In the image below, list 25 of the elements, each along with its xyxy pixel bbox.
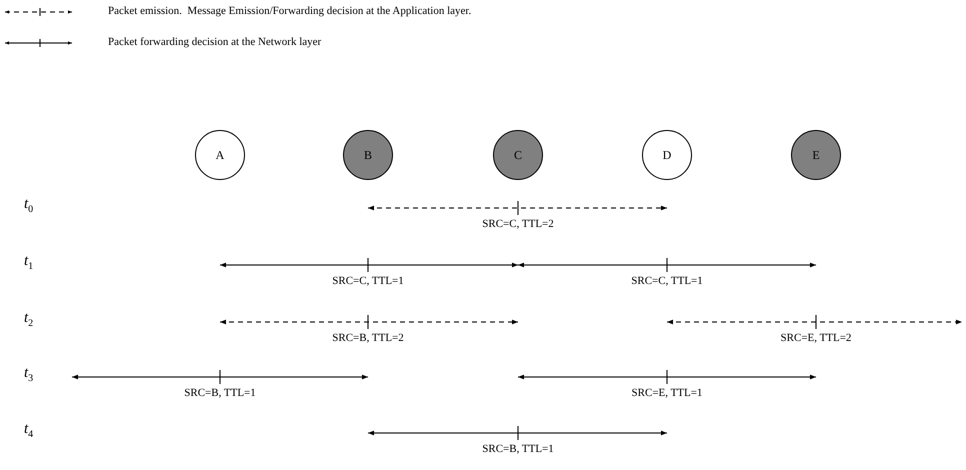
node-label: A	[216, 148, 224, 162]
node-label: B	[364, 148, 372, 162]
time-label: t$_{3}$	[24, 365, 34, 384]
node-label: C	[514, 148, 522, 162]
packet-label: SRC=C, TTL=2	[482, 218, 554, 230]
node-circle	[493, 130, 543, 180]
time-label: t$_{2}$	[24, 310, 34, 329]
time-label: t$_{4}$	[24, 421, 34, 440]
legend-text: Packet forwarding decision at the Network layer	[108, 36, 322, 48]
node-circle	[642, 130, 692, 180]
packet-label: SRC=B, TTL=2	[332, 332, 404, 344]
packet-label: SRC=B, TTL=1	[482, 443, 554, 455]
time-label: t$_{0}$	[24, 196, 34, 215]
packet-label: SRC=E, TTL=1	[632, 387, 702, 399]
packet-label: SRC=E, TTL=2	[780, 332, 852, 344]
node-circle	[791, 130, 841, 180]
node-circle	[343, 130, 393, 180]
packet-label: SRC=B, TTL=1	[184, 387, 256, 399]
node-label: D	[662, 148, 672, 162]
packet-label: SRC=C, TTL=1	[332, 275, 404, 287]
node-circle	[195, 130, 245, 180]
time-label: t$_{1}$	[24, 253, 34, 272]
legend-text: Packet emission. Message Emission/Forwarding decision at the Application layer.	[108, 5, 472, 17]
packet-label: SRC=C, TTL=1	[631, 275, 703, 287]
node-label: E	[812, 148, 820, 162]
